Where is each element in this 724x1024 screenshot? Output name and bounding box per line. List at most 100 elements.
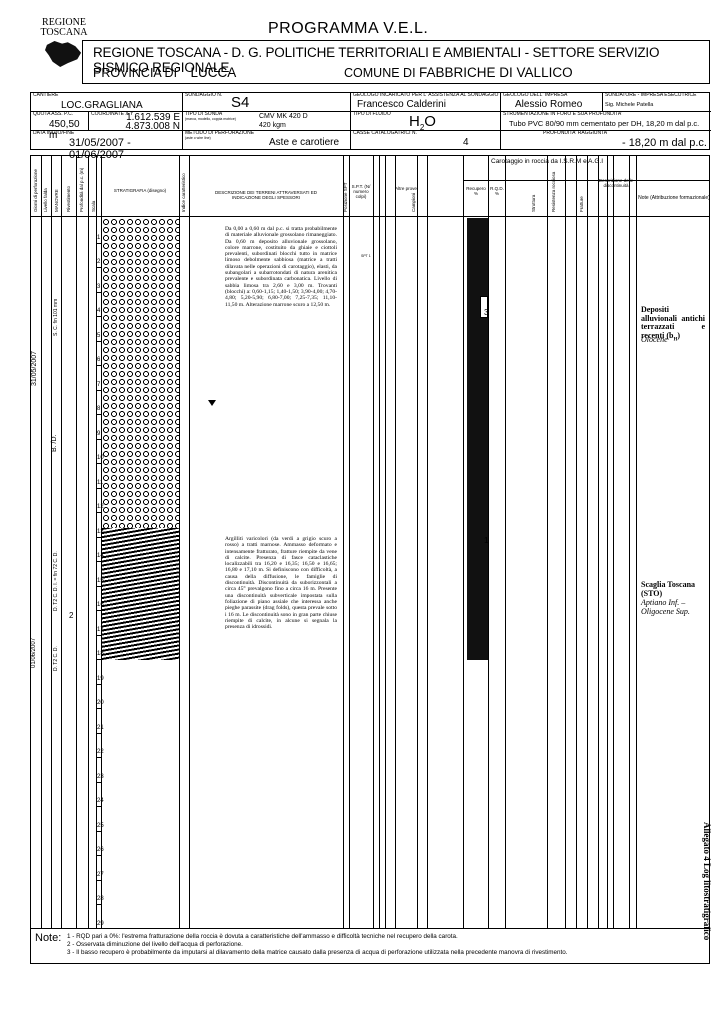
depth-tick xyxy=(96,610,101,611)
depth-tick xyxy=(96,267,101,268)
depth-tick xyxy=(96,463,101,464)
col-spt: S.P.T. (N/ numero colpi) xyxy=(351,184,371,199)
header-location: PROVINCIA DI LUCCA COMUNE DI FABBRICHE D… xyxy=(93,65,573,80)
depth-tick xyxy=(96,757,101,758)
col-profondita: Profondità dal p.c. (m) xyxy=(79,167,84,212)
strata-alluvial-pattern xyxy=(102,218,179,528)
notes-list: 1 - RQD pari a 0%: l'estrema fratturazio… xyxy=(67,933,568,957)
bd-label: B. /D. xyxy=(51,434,58,452)
depth-label: 12 xyxy=(97,504,104,510)
depth-tick xyxy=(96,487,101,489)
fluido-value: H2O xyxy=(409,113,436,132)
depth-label: 6 xyxy=(97,357,101,363)
depth-label: 23 xyxy=(97,773,104,780)
depth-tick xyxy=(96,438,101,440)
depth-label: 5 xyxy=(97,332,101,339)
provincia-label: PROVINCIA DI xyxy=(93,66,178,80)
col-recupero: Recupero % xyxy=(466,186,486,196)
comune-label: COMUNE DI xyxy=(344,66,416,80)
geologo-assistenza-cell: GEOLOGO INCARICATO PER L' ASSISTENZA AL … xyxy=(351,92,501,112)
marker-1: 1 xyxy=(484,536,489,545)
quota-cell: QUOTA ASS. P.C. 450,50 m xyxy=(31,111,89,141)
description-scaglia: Argilliti varicolori (da verdi a grigio … xyxy=(225,536,337,631)
regione-toscana-logo: REGIONE TOSCANA xyxy=(34,18,94,76)
strumentazione-cell: STRUMENTAZIONE IN FORO E SUA PROFONDITA'… xyxy=(501,111,711,131)
sondaggio-cell: SONDAGGIO N. S4 xyxy=(183,92,351,112)
notes-title: Note: xyxy=(35,932,62,944)
col-resistenza: Resistenza rocciosa xyxy=(551,171,556,212)
depth-tick xyxy=(96,904,101,905)
formation-alluvial-age: Olocene xyxy=(641,335,668,344)
depth-tick xyxy=(96,634,101,636)
depth-label: 1 xyxy=(97,234,101,241)
depth-label: 22 xyxy=(97,749,104,755)
cantiere-cell: CANTIERE LOC.GRAGLIANA xyxy=(31,92,183,112)
col-scala: Scala xyxy=(91,200,96,212)
depth-label: 16 xyxy=(97,602,104,608)
borehole-info-table: CANTIERE LOC.GRAGLIANA SONDAGGIO N. S4 G… xyxy=(30,92,711,161)
depth-tick xyxy=(96,781,101,783)
col-livello: Livello falda xyxy=(43,188,48,212)
coord-x-value: 1.612.539 E xyxy=(126,112,180,123)
cassette-cell: CASSE CATALOGATRICI N. 4 xyxy=(351,130,501,150)
depth-tick xyxy=(96,732,101,734)
depth-label: 2 xyxy=(97,259,101,265)
sondatore-cell: SONDATORE - IMPRESA ESECUTRICE Sig. Mich… xyxy=(603,92,711,112)
col-descrizione: DESCRIZIONE DEI TERRENI ATTRAVERSATI ED … xyxy=(215,190,317,200)
geologo-assistenza-value: Francesco Calderini xyxy=(357,99,446,110)
note-2: 2 - Osservata diminuzione del livello de… xyxy=(67,941,243,948)
header-box: REGIONE TOSCANA - D. G. POLITICHE TERRIT… xyxy=(82,40,710,84)
depth-tick xyxy=(96,316,101,317)
depth-label: 10 xyxy=(97,455,104,461)
strumentazione-value: Tubo PVC 80/90 mm cementato per DH, 18,2… xyxy=(509,119,700,128)
depth-label: 24 xyxy=(97,798,104,804)
formation-scaglia-age: Aptiano Inf. – Oligocene Sup. xyxy=(641,598,690,616)
depth-label: 4 xyxy=(97,308,101,314)
coord-y-value: 4.873.008 N xyxy=(125,121,181,132)
col-rqd: R.Q.D. % xyxy=(490,186,504,196)
col-fratture: Fratture xyxy=(579,196,584,212)
allegato-label: Allegato 4 Log litostratigrafico xyxy=(702,822,712,941)
metodo-cell: METODO DI PERFORAZIONE (aste o wire line… xyxy=(183,130,351,150)
depth-label: 27 xyxy=(97,871,104,878)
manovra-2: D. T2 C. D. I. = fin 72 C. D. xyxy=(53,551,59,611)
col-campioni: Campioni xyxy=(411,192,416,212)
depth-tick xyxy=(96,879,101,881)
depth-tick xyxy=(96,512,101,513)
description-alluvial: Da 0,00 a 0,60 m dal p.c. si tratta prob… xyxy=(225,226,337,308)
sondaggio-value: S4 xyxy=(231,94,250,111)
depth-tick xyxy=(96,536,101,538)
depth-tick xyxy=(96,708,101,709)
note-3: 3 - Il basso recupero è probabilmente da… xyxy=(67,949,568,956)
depth-label: 28 xyxy=(97,896,104,902)
tipo-sonda-cell: TIPO DI SONDA (marca, modello, coppia mo… xyxy=(183,111,351,131)
depth-label: 26 xyxy=(97,847,104,853)
date-start: 31/05/2007 xyxy=(31,350,38,386)
depth-tick xyxy=(96,806,101,807)
depth-label: 7 xyxy=(97,381,101,388)
manovra-3: D. T2 C. D. xyxy=(53,646,59,671)
depth-label: 21 xyxy=(97,724,104,731)
depth-label: 13 xyxy=(97,528,104,535)
depth-label: 20 xyxy=(97,700,104,706)
recupero-bar-graph xyxy=(467,218,488,660)
depth-label: 25 xyxy=(97,822,104,829)
depth-label: 14 xyxy=(97,553,104,559)
col-struttura: Struttura xyxy=(531,194,536,212)
depth-tick xyxy=(96,830,101,832)
geologo-impresa-value: Alessio Romeo xyxy=(515,99,583,110)
depth-tick xyxy=(96,414,101,415)
logo-line2: TOSCANA xyxy=(40,27,88,38)
depth-label: 29 xyxy=(97,920,104,927)
logo-line1: REGIONE xyxy=(42,17,86,28)
manovra-1: S. C. fin 101 mm xyxy=(53,298,59,336)
depth-label: 8 xyxy=(97,406,101,412)
strata-scaglia-pattern xyxy=(102,528,179,660)
stratigraphic-log: Giorni di perforazione Livello falda MAN… xyxy=(30,155,710,954)
col-rivestimento: Rivestimento xyxy=(66,185,71,212)
program-title: PROGRAMMA V.E.L. xyxy=(268,20,429,37)
depth-label: 9 xyxy=(97,430,101,437)
col-stratigrafia: STRATIGRAFIA (disegno) xyxy=(113,188,167,193)
formation-scaglia: Scaglia Toscana (STO) xyxy=(641,580,696,598)
tuscany-map-icon xyxy=(45,41,82,67)
